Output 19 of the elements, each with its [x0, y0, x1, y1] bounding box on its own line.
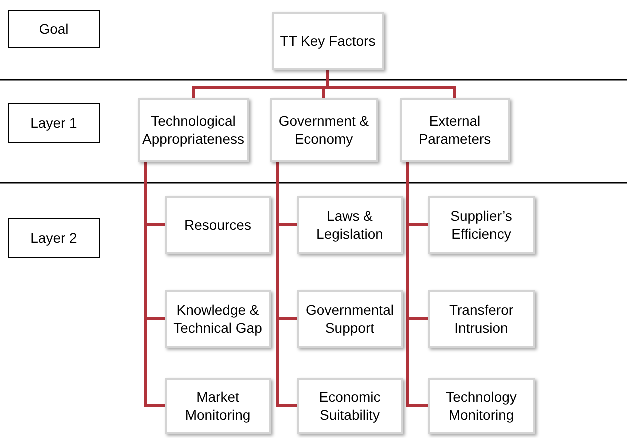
factor-box: Governmental Support [297, 290, 403, 348]
factor-box: Technological Appropriateness [138, 98, 249, 162]
factor-box: Knowledge & Technical Gap [165, 290, 271, 348]
factor-box: Government & Economy [270, 98, 378, 162]
factor-box: Technology Monitoring [428, 378, 535, 434]
factor-box: Economic Suitability [297, 378, 403, 434]
connector-line [276, 162, 297, 408]
factor-box: TT Key Factors [272, 12, 384, 70]
factor-box: Resources [165, 196, 271, 254]
layer-label-box: Layer 1 [8, 103, 100, 143]
factor-box: External Parameters [400, 98, 510, 162]
connector-line [326, 70, 456, 98]
layer-label-box: Goal [8, 10, 100, 48]
factor-box: Supplier’s Efficiency [428, 196, 535, 254]
factor-box: Market Monitoring [165, 378, 271, 434]
layer-label-box: Layer 2 [8, 218, 100, 258]
connector-line [144, 162, 165, 408]
factor-box: Laws & Legislation [297, 196, 403, 254]
factor-box: Transferor Intrusion [428, 290, 535, 348]
